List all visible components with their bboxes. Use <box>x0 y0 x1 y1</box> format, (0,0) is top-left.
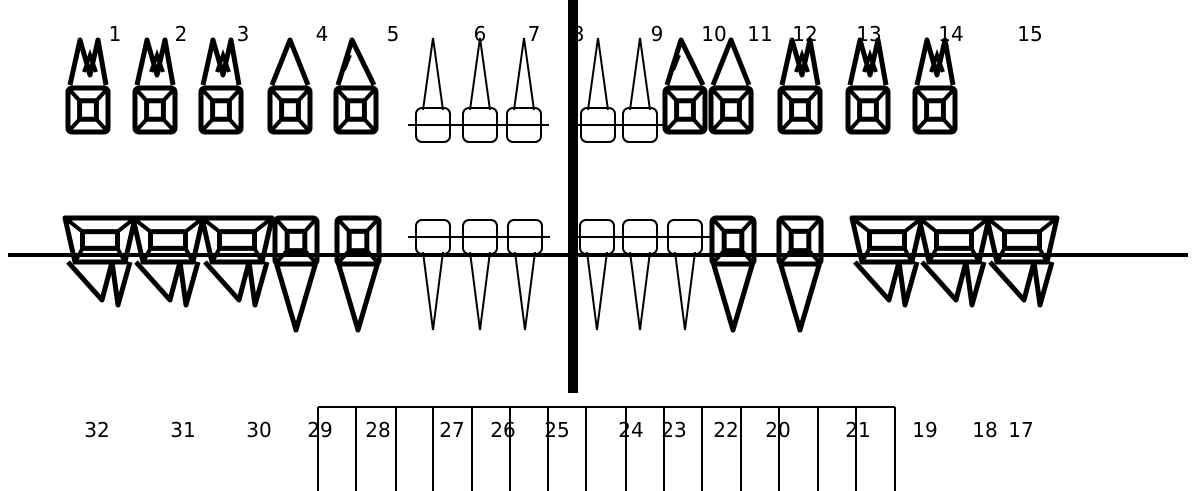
bottom-grid <box>318 407 895 491</box>
lower-tooth-number: 19 <box>912 418 937 442</box>
upper-tooth[interactable] <box>780 40 820 132</box>
lower-tooth-number: 22 <box>713 418 738 442</box>
upper-tooth[interactable] <box>848 40 888 132</box>
lower-tooth[interactable] <box>133 218 203 305</box>
upper-tooth-number: 5 <box>387 22 400 46</box>
lower-tooth[interactable] <box>779 218 821 330</box>
upper-tooth-number: 2 <box>175 22 188 46</box>
lower-tooth-number: 30 <box>246 418 271 442</box>
upper-tooth[interactable] <box>408 38 458 142</box>
upper-tooth-number: 11 <box>747 22 772 46</box>
upper-tooth-number: 12 <box>792 22 817 46</box>
lower-tooth-numbers: 32313029282726252423222021191817 <box>84 418 1033 442</box>
upper-tooth[interactable] <box>573 38 623 142</box>
upper-tooth-number: 15 <box>1017 22 1042 46</box>
lower-tooth-number: 31 <box>170 418 195 442</box>
lower-tooth[interactable] <box>337 218 379 330</box>
lower-tooth-number: 21 <box>845 418 870 442</box>
upper-arch <box>68 38 955 142</box>
lower-tooth-number: 23 <box>661 418 686 442</box>
lower-tooth-number: 18 <box>972 418 997 442</box>
lower-arch <box>65 218 1057 330</box>
lower-tooth[interactable] <box>852 218 922 305</box>
upper-tooth-number: 4 <box>316 22 329 46</box>
lower-tooth-number: 17 <box>1008 418 1033 442</box>
lower-tooth[interactable] <box>408 220 458 330</box>
upper-tooth-number: 1 <box>109 22 122 46</box>
lower-tooth[interactable] <box>65 218 135 305</box>
upper-tooth[interactable] <box>336 40 376 132</box>
upper-tooth[interactable] <box>711 40 751 132</box>
lower-tooth[interactable] <box>572 220 622 330</box>
upper-tooth-number: 10 <box>701 22 726 46</box>
lower-tooth-number: 26 <box>490 418 515 442</box>
lower-tooth-number: 28 <box>365 418 390 442</box>
upper-tooth-number: 7 <box>528 22 541 46</box>
upper-tooth[interactable] <box>455 38 505 142</box>
lower-tooth[interactable] <box>987 218 1057 305</box>
upper-tooth[interactable] <box>615 38 665 142</box>
lower-tooth[interactable] <box>615 220 665 330</box>
upper-tooth[interactable] <box>915 40 955 132</box>
lower-tooth-number: 29 <box>307 418 332 442</box>
upper-tooth[interactable] <box>270 40 310 132</box>
upper-tooth[interactable] <box>68 40 108 132</box>
upper-tooth[interactable] <box>201 40 241 132</box>
upper-tooth-number: 9 <box>651 22 664 46</box>
lower-tooth[interactable] <box>500 220 550 330</box>
upper-tooth[interactable] <box>499 38 549 142</box>
upper-tooth[interactable] <box>665 40 705 132</box>
upper-tooth[interactable] <box>135 40 175 132</box>
lower-tooth-number: 24 <box>618 418 643 442</box>
upper-tooth-number: 3 <box>237 22 250 46</box>
lower-tooth[interactable] <box>455 220 505 330</box>
lower-tooth-number: 32 <box>84 418 109 442</box>
lower-tooth[interactable] <box>919 218 989 305</box>
lower-tooth[interactable] <box>660 220 710 330</box>
lower-tooth[interactable] <box>202 218 272 305</box>
lower-tooth[interactable] <box>275 218 317 330</box>
lower-tooth[interactable] <box>712 218 754 330</box>
lower-tooth-number: 27 <box>439 418 464 442</box>
